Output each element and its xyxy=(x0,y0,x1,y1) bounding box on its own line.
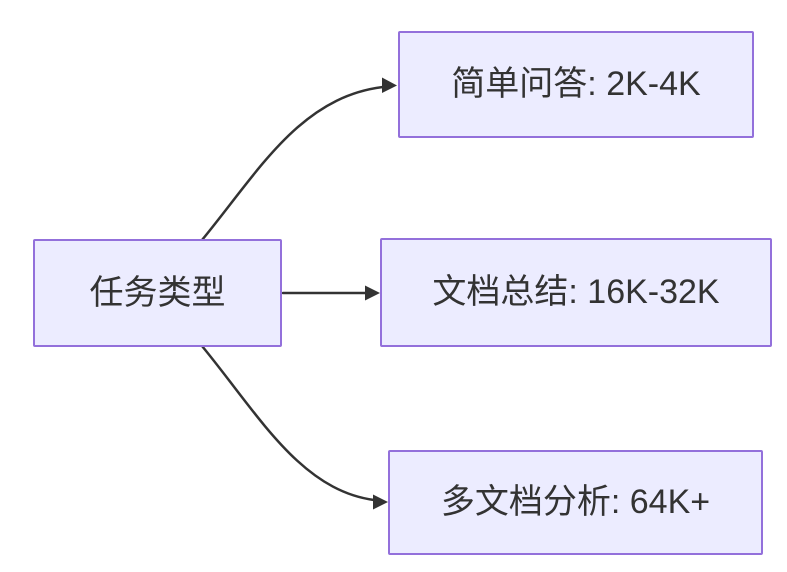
node-simple-qa-label: 简单问答: 2K-4K xyxy=(451,65,701,104)
edge-root-to-simple-qa xyxy=(200,77,397,242)
arrowhead-icon xyxy=(382,77,397,93)
node-doc-summary-label: 文档总结: 16K-32K xyxy=(432,273,720,312)
node-task-type: 任务类型 xyxy=(33,239,282,347)
node-multi-doc-label: 多文档分析: 64K+ xyxy=(440,483,711,522)
node-task-type-label: 任务类型 xyxy=(89,273,226,312)
node-doc-summary: 文档总结: 16K-32K xyxy=(380,238,772,347)
edge-root-to-doc-summary xyxy=(281,285,380,301)
arrowhead-icon xyxy=(365,285,380,301)
arrowhead-icon xyxy=(373,494,388,510)
node-multi-doc: 多文档分析: 64K+ xyxy=(388,450,763,555)
edge-root-to-multi-doc xyxy=(200,344,388,510)
node-simple-qa: 简单问答: 2K-4K xyxy=(398,31,754,138)
